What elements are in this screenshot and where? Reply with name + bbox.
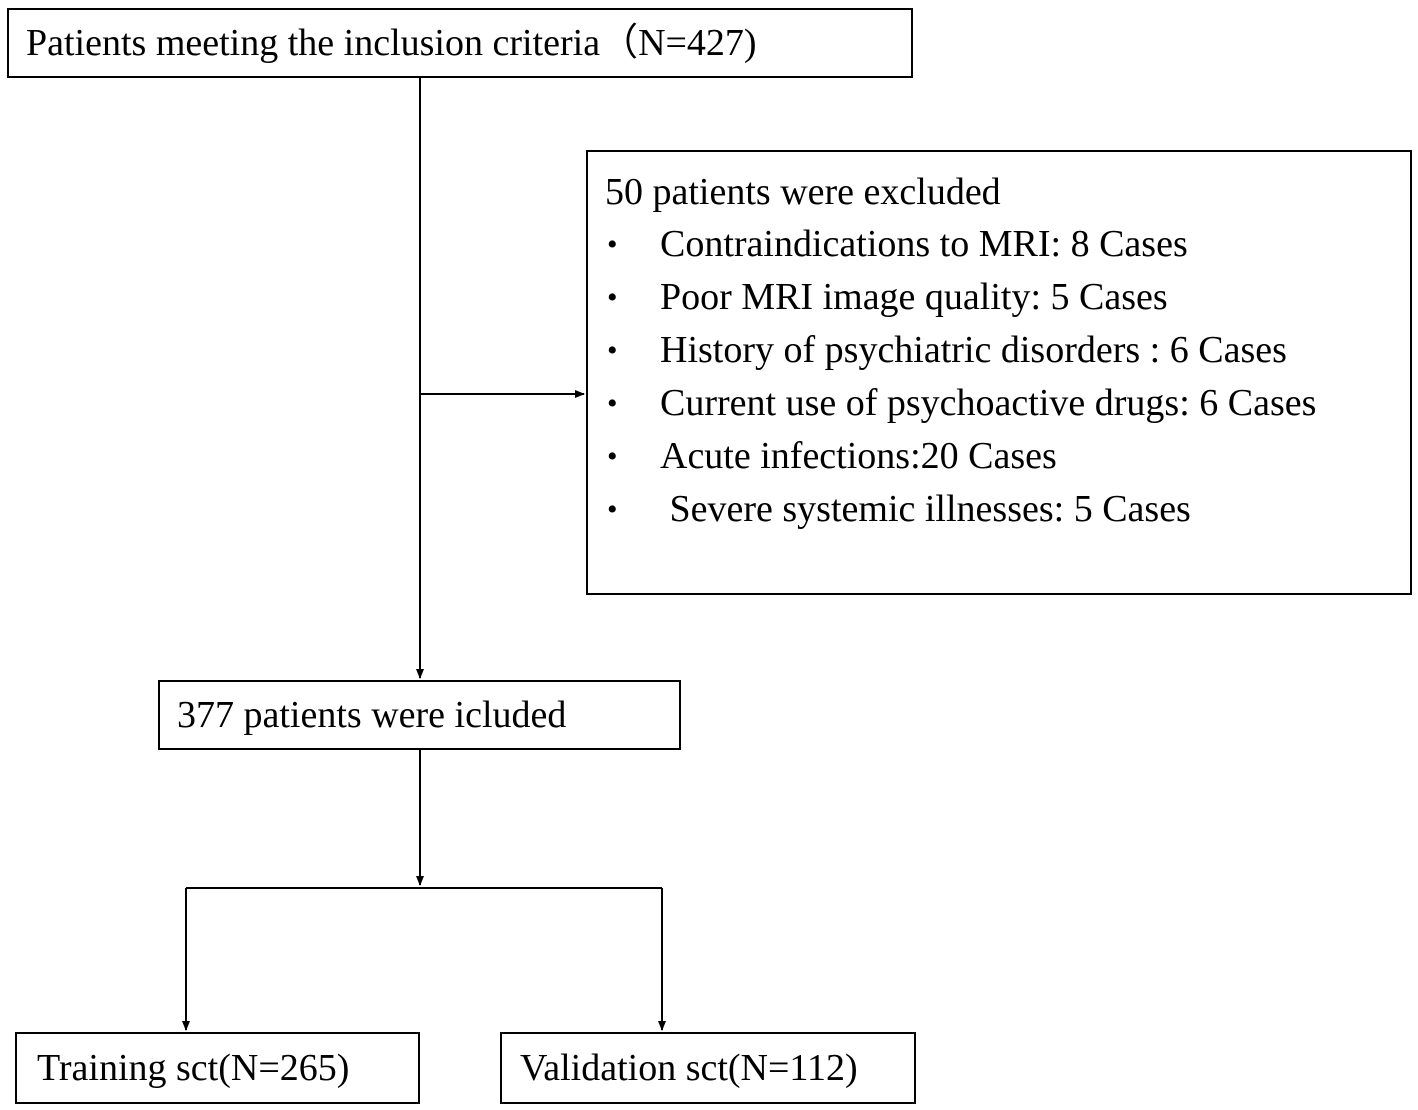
exclusion-item-mri-contraindications: • Contraindications to MRI: 8 Cases [605,218,1340,271]
bullet-icon: • [607,493,618,526]
included-patients-text: 377 patients were icluded [177,694,567,736]
inclusion-criteria-text: Patients meeting the inclusion criteria（… [26,22,757,64]
exclusion-reasons-list: • Contraindications to MRI: 8 Cases • Po… [605,218,1410,536]
validation-set-text: Validation sct(N=112) [520,1047,858,1089]
exclusion-item-text: Poor MRI image quality: 5 Cases [660,276,1168,318]
exclusion-item-text: Severe systemic illnesses: 5 Cases [660,488,1191,530]
bullet-icon: • [607,281,618,314]
excluded-patients-box: 50 patients were excluded • Contraindica… [586,150,1412,595]
included-patients-box: 377 patients were icluded [158,680,681,750]
exclusion-item-text: Contraindications to MRI: 8 Cases [660,223,1188,265]
bullet-icon: • [607,228,618,261]
inclusion-criteria-box: Patients meeting the inclusion criteria（… [7,8,913,78]
training-set-box: Training sct(N=265) [15,1032,420,1104]
exclusion-item-psychoactive-drugs: • Current use of psychoactive drugs: 6 C… [605,377,1340,430]
exclusion-item-systemic-illnesses: • Severe systemic illnesses: 5 Cases [605,483,1340,536]
exclusion-item-acute-infections: • Acute infections:20 Cases [605,430,1340,483]
exclusion-item-psychiatric-history: • History of psychiatric disorders : 6 C… [605,324,1340,377]
validation-set-box: Validation sct(N=112) [500,1032,916,1104]
training-set-text: Training sct(N=265) [37,1047,350,1089]
exclusion-item-poor-image-quality: • Poor MRI image quality: 5 Cases [605,271,1340,324]
excluded-heading: 50 patients were excluded [605,171,1001,213]
bullet-icon: • [607,440,618,473]
bullet-icon: • [607,387,618,420]
bullet-icon: • [607,334,618,367]
exclusion-item-text: History of psychiatric disorders : 6 Cas… [660,329,1287,371]
exclusion-item-text: Current use of psychoactive drugs: 6 Cas… [660,382,1317,424]
exclusion-item-text: Acute infections:20 Cases [660,435,1057,477]
